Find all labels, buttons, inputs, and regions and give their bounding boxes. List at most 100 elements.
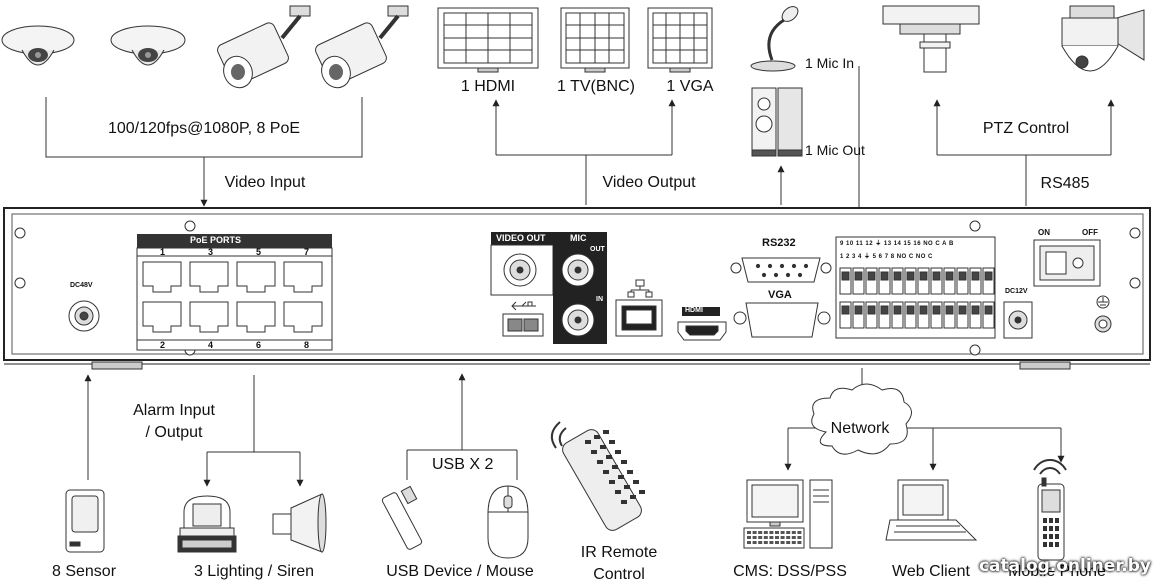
tv-monitor-icon [560,7,630,73]
remote-button [600,445,606,449]
poe-port-number: 6 [256,340,262,350]
rs232-title: RS232 [762,237,796,249]
alarm-terminal [865,301,878,329]
bnc-video-out [503,253,537,287]
alarm-terminal-screw [854,271,863,281]
poe-port-number: 4 [208,340,214,350]
usb-stick-icon [381,485,423,550]
alarm-terminal [852,301,865,329]
poe-ports-title: PoE PORTS [190,235,242,245]
remote-button [612,465,618,469]
video-input-label: Video Input [224,174,306,191]
poe-port-number: 2 [160,340,166,350]
vga-output-label: 1 VGA [666,78,714,95]
alarm-terminal-screw [893,271,902,281]
alarm-terminal [904,267,917,295]
keyboard-key [775,541,779,544]
alarm-terminal [865,267,878,295]
sensor-icon [65,489,105,553]
keyboard-key [758,536,763,539]
rj45-socket [142,261,182,293]
keyboard-key [780,531,785,534]
phone-key [1049,534,1053,539]
poe-port-number: 8 [304,340,310,350]
alarm-terminal [917,301,930,329]
alarm-terminal-screw [958,271,967,281]
keyboard-key [780,536,785,539]
keyboard-key [758,541,763,544]
siren-icon [272,493,327,553]
rj45-socket [283,301,323,333]
alarm-terminal-screw [880,305,889,315]
hdmi-logo-text: HDMI [685,307,703,314]
alarm-terminal [982,301,995,329]
network-label: Network [830,420,890,437]
keyboard-key [769,541,774,544]
keyboard-key [775,531,779,534]
rj45-socket [283,261,323,293]
alarm-terminal [943,267,956,295]
dc12v-jack [1003,301,1033,339]
alarm-terminal [891,301,904,329]
remote-button [615,450,621,454]
network-icon [627,279,653,298]
keyboard-key [747,531,751,534]
remote-button [603,430,609,434]
microphone-icon [750,6,799,72]
mic-in-jack [561,303,595,337]
alarm-terminal [969,267,982,295]
rs232-pin [785,272,791,278]
alarm-terminal-screw [932,305,941,315]
alarm-terminal-screw [984,305,993,315]
alarm-bottom-numbers: 1 2 3 4 ⏚ 5 6 7 8 NO C NO C [840,254,933,260]
alarm-terminal [839,301,852,329]
remote-button [639,490,645,494]
remote-button [609,440,615,444]
speed-dome-icon [1061,5,1145,72]
rj45-socket [189,301,229,333]
speaker-icon [751,87,803,157]
alarm-terminal [943,301,956,329]
keyboard-key [769,531,774,534]
remote-button [621,500,627,504]
mobile-phone-label: Mobile Phone [1008,563,1106,580]
desktop-computer-icon [743,479,833,549]
alarm-terminal [956,267,969,295]
rs232-pin [767,263,773,269]
alarm-terminal-screw [880,271,889,281]
keyboard-key [747,541,751,544]
power-switch [1033,239,1101,287]
alarm-terminal [969,301,982,329]
dc48v-text: DC48V [70,282,93,289]
phone-key [1049,542,1053,547]
remote-button [606,455,612,459]
alarm-terminal-screw [958,305,967,315]
mic-in-text: IN [596,296,603,303]
rs232-pin [755,263,761,269]
sensor-label: 8 Sensor [51,563,117,580]
alarm-terminal-screw [945,305,954,315]
laptop-icon [885,479,978,541]
rs232-pin [779,263,785,269]
dome-camera-icon [110,25,186,66]
alarm-terminal-screw [971,271,980,281]
alarm-terminal-screw [893,305,902,315]
keyboard-key [791,536,796,539]
poe-port-number: 7 [304,247,310,257]
alarm-terminal [904,301,917,329]
rs485-label: RS485 [1040,175,1090,192]
keyboard-key [769,536,774,539]
keyboard-key [775,536,779,539]
poe-port-number: 5 [256,247,262,257]
keyboard-key [786,531,791,534]
remote-button [597,460,603,464]
keyboard-key [752,541,757,544]
remote-button [609,480,615,484]
hdmi-label: 1 HDMI [460,78,516,95]
keyboard-key [797,541,802,544]
keyboard-key [786,536,791,539]
usb-device-mouse-label: USB Device / Mouse [386,563,534,580]
keyboard-key [797,531,802,534]
ptz-camera-icon [882,5,980,73]
strobe-light-icon [177,495,237,553]
